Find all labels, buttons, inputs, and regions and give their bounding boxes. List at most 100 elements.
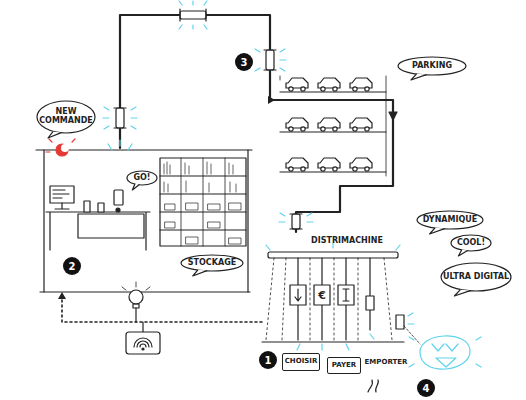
storage-room-drawing bbox=[53, 190, 69, 198]
tube-capsule bbox=[290, 214, 302, 229]
storage-room-drawing bbox=[50, 186, 74, 203]
callout-number: 1 bbox=[259, 351, 277, 369]
tube-capsule bbox=[255, 49, 286, 71]
parking-structure-drawing bbox=[275, 76, 397, 196]
machine-drawing bbox=[343, 289, 349, 301]
step-box: PAYER bbox=[327, 357, 361, 374]
node-text: GO! bbox=[133, 174, 150, 183]
node-text: CHOISIR bbox=[285, 358, 318, 366]
storage-room-drawing bbox=[78, 214, 144, 238]
screen-symbol: € bbox=[314, 286, 330, 304]
bubble-tail bbox=[132, 184, 139, 190]
storage-room-drawing bbox=[46, 212, 150, 250]
tube-capsule bbox=[179, 1, 207, 29]
machine-drawing bbox=[432, 344, 458, 367]
wifi-symbol bbox=[126, 332, 160, 354]
machine-drawing bbox=[297, 313, 414, 350]
distribution-machine: DISTRIMACHINE bbox=[262, 232, 404, 348]
machine-drawing bbox=[290, 285, 306, 305]
parking-structure-drawing bbox=[280, 76, 386, 176]
storage-room-drawing bbox=[40, 291, 250, 292]
step-box: CHOISIR bbox=[282, 353, 320, 371]
speech-bubble: ULTRA DIGITAL bbox=[440, 262, 512, 296]
tube-capsule bbox=[103, 107, 137, 129]
machine-drawing bbox=[298, 258, 370, 340]
heading-area: DISTRIMACHINE bbox=[292, 234, 402, 248]
connector-line bbox=[62, 292, 262, 322]
machine-drawing bbox=[368, 380, 378, 392]
bubble-outline bbox=[451, 235, 491, 251]
parking-structure-drawing bbox=[286, 118, 308, 131]
node-text: PAYER bbox=[332, 362, 356, 370]
tube-capsule bbox=[103, 1, 313, 229]
storage-room-drawing bbox=[84, 201, 90, 212]
callout-number: 4 bbox=[417, 379, 435, 397]
machine-drawing bbox=[396, 315, 404, 329]
parking-structure-drawing bbox=[318, 158, 340, 171]
text-area: NEW COMMANDE bbox=[36, 100, 96, 134]
tube-capsule bbox=[180, 11, 206, 19]
text-area: DYNAMIQUE bbox=[416, 210, 484, 230]
bubble-outline bbox=[398, 57, 466, 75]
bubble-tail bbox=[193, 270, 207, 276]
machine-drawing bbox=[409, 337, 481, 367]
tube-capsule bbox=[264, 50, 276, 70]
connector bbox=[120, 15, 275, 148]
storage-room-drawing bbox=[61, 144, 69, 152]
text-area: CHOISIR bbox=[283, 354, 319, 370]
wifi-symbol bbox=[142, 322, 143, 332]
callout-number: 2 bbox=[63, 257, 81, 275]
bubble-tail bbox=[411, 74, 426, 80]
tube-capsule bbox=[180, 9, 206, 21]
machine-drawing bbox=[262, 243, 481, 392]
tube-capsule bbox=[292, 214, 300, 229]
bubble-tail bbox=[454, 290, 470, 296]
parking-structure-drawing bbox=[280, 92, 386, 172]
storage-room-drawing bbox=[116, 208, 120, 212]
speech-bubble: NEW COMMANDE bbox=[36, 100, 96, 138]
machine-drawing bbox=[268, 252, 398, 258]
storage-room-drawing bbox=[98, 203, 104, 212]
parking-structure-drawing bbox=[275, 100, 393, 196]
tube-capsule bbox=[279, 213, 313, 222]
parking-structure-drawing bbox=[286, 158, 308, 171]
text-area: GO! bbox=[126, 170, 158, 186]
speech-bubble: COOL! bbox=[450, 234, 492, 256]
bubble-outline bbox=[37, 101, 95, 133]
speech-bubble: DYNAMIQUE bbox=[416, 210, 484, 234]
parking-structure-drawing bbox=[350, 118, 372, 131]
parking-structure-drawing bbox=[389, 112, 397, 120]
tube-capsule bbox=[266, 50, 274, 70]
machine-drawing bbox=[314, 285, 330, 305]
node-text: ULTRA DIGITAL bbox=[443, 273, 509, 282]
machine-drawing bbox=[338, 285, 354, 305]
wifi-symbol bbox=[122, 282, 160, 354]
machine-drawing bbox=[262, 341, 404, 342]
text-area: PARKING bbox=[397, 56, 467, 76]
tube-capsule bbox=[116, 108, 124, 128]
wifi-symbol bbox=[129, 290, 143, 304]
storage-room-drawing bbox=[181, 158, 225, 246]
bubble-tail bbox=[430, 228, 445, 234]
bubble-outline bbox=[181, 255, 243, 271]
bubble-outline bbox=[127, 171, 157, 185]
callout-number: 3 bbox=[235, 53, 253, 71]
storage-room-drawing bbox=[114, 190, 123, 205]
storage-room-drawing bbox=[247, 150, 248, 292]
connector-line bbox=[120, 15, 275, 148]
wifi-symbol bbox=[135, 308, 136, 322]
node-text: COOL! bbox=[457, 239, 485, 248]
wifi-symbol bbox=[134, 338, 152, 347]
tube-capsule bbox=[108, 140, 132, 150]
text-area: COOL! bbox=[450, 234, 492, 252]
wifi-symbol bbox=[122, 282, 150, 290]
machine-drawing bbox=[295, 289, 301, 301]
connector bbox=[58, 292, 262, 322]
parking-structure-drawing bbox=[318, 118, 340, 131]
parking-structure-drawing bbox=[318, 78, 340, 91]
storage-room-drawing bbox=[36, 139, 252, 292]
wifi-symbol bbox=[142, 348, 144, 350]
node-text: PARKING bbox=[412, 62, 452, 71]
storage-room-drawing bbox=[160, 158, 246, 246]
